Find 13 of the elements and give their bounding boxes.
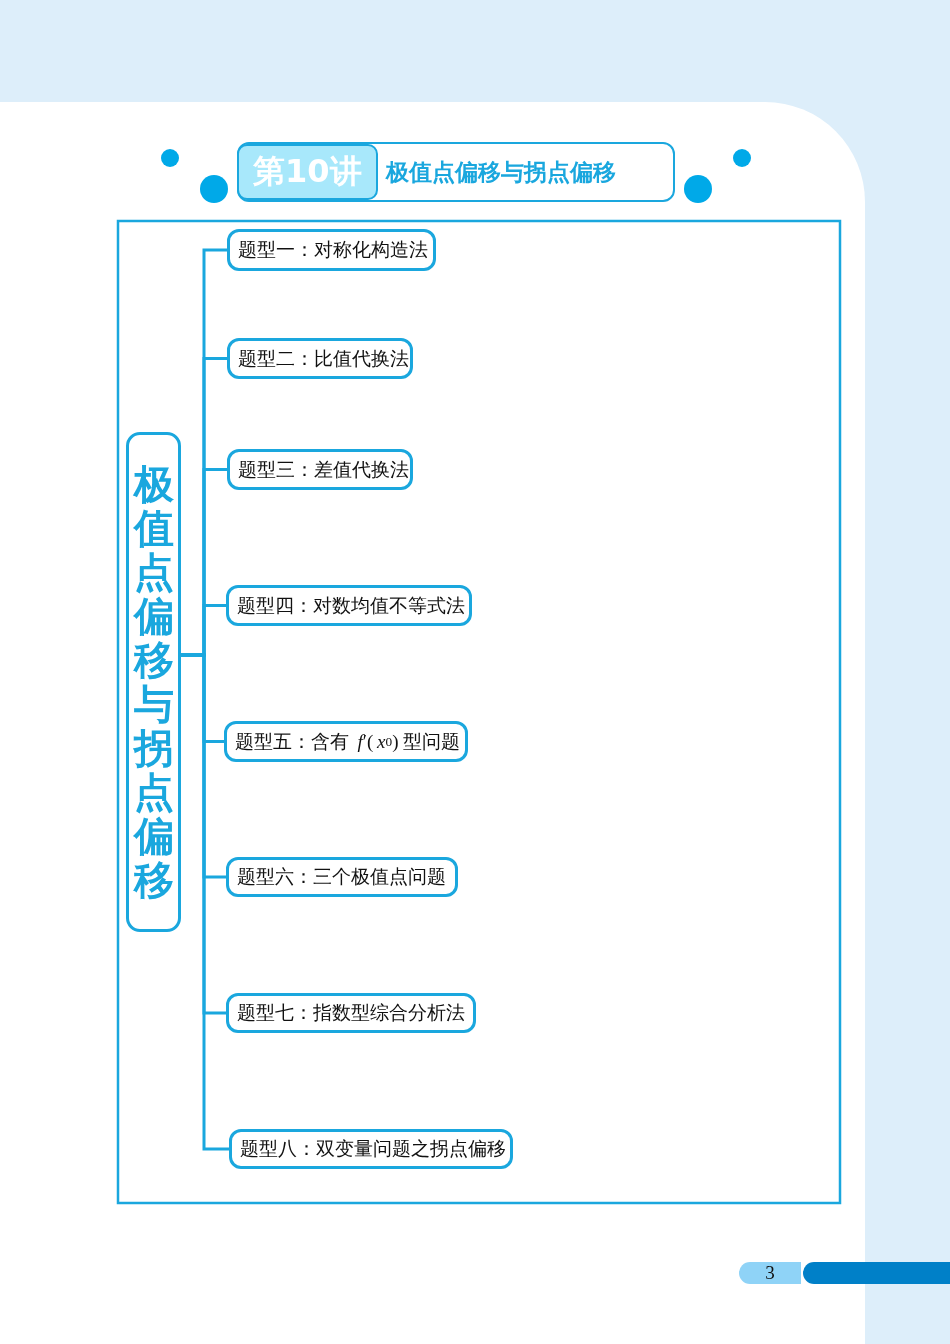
topic-box: 题型一：对称化构造法 <box>227 229 436 271</box>
root-topic-text: 极值点偏移与拐点偏移 <box>133 462 174 902</box>
topic-box: 题型二：比值代换法 <box>227 338 413 379</box>
page-number: 3 <box>739 1262 801 1284</box>
topic-box: 题型六：三个极值点问题 <box>226 857 458 897</box>
topic-box: 题型三：差值代换法 <box>227 449 413 490</box>
topic-box: 题型四：对数均值不等式法 <box>226 585 472 626</box>
chapter-title: 极值点偏移与拐点偏移 <box>385 157 616 187</box>
root-topic-box <box>126 432 181 932</box>
topic-box: 题型七：指数型综合分析法 <box>226 993 476 1033</box>
chapter-number: 第10讲 <box>237 144 378 200</box>
title-banner <box>237 142 675 202</box>
topic-box: 题型八：双变量问题之拐点偏移 <box>229 1129 513 1169</box>
